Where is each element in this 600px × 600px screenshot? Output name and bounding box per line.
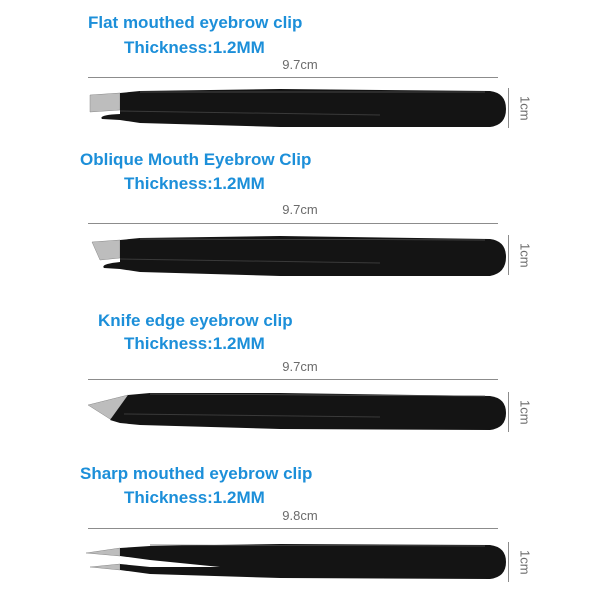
width-dimension-line: [508, 542, 509, 582]
width-label: 1cm: [517, 549, 533, 575]
length-label: 9.7cm: [282, 57, 318, 72]
thickness-label: Thickness:1.2MM: [124, 334, 265, 353]
section-title: Flat mouthed eyebrow clip: [88, 13, 303, 32]
tweezer-section-knife: Knife edge eyebrow clip Thickness:1.2MM …: [0, 300, 600, 450]
width-dimension-line: [508, 235, 509, 275]
length-dimension-line: [88, 223, 498, 224]
thickness-label: Thickness:1.2MM: [124, 488, 265, 507]
width-label: 1cm: [517, 242, 533, 268]
thickness-label: Thickness:1.2MM: [124, 38, 265, 57]
width-dimension-line: [508, 392, 509, 432]
flat-tweezer-image: [89, 89, 506, 127]
tweezer-section-oblique: Oblique Mouth Eyebrow Clip Thickness:1.2…: [0, 150, 600, 300]
length-label: 9.7cm: [282, 359, 318, 374]
section-title: Sharp mouthed eyebrow clip: [80, 464, 313, 483]
length-label: 9.7cm: [282, 202, 318, 217]
width-dimension-line: [508, 88, 509, 128]
thickness-label: Thickness:1.2MM: [124, 174, 265, 193]
tweezer-section-pointed: Sharp mouthed eyebrow clip Thickness:1.2…: [0, 450, 600, 600]
oblique-tweezer-image: [91, 236, 506, 276]
length-dimension-line: [88, 528, 498, 529]
knife-edge-tweezer-image: [87, 393, 506, 430]
length-dimension-line: [88, 379, 498, 380]
section-title: Oblique Mouth Eyebrow Clip: [80, 150, 312, 169]
length-dimension-line: [88, 77, 498, 78]
tweezer-section-flat: Flat mouthed eyebrow clip Thickness:1.2M…: [0, 0, 600, 150]
width-label: 1cm: [517, 399, 533, 425]
pointed-tweezer-image: [85, 544, 506, 579]
length-label: 9.8cm: [282, 508, 318, 523]
width-label: 1cm: [517, 95, 533, 121]
section-title: Knife edge eyebrow clip: [98, 311, 293, 330]
